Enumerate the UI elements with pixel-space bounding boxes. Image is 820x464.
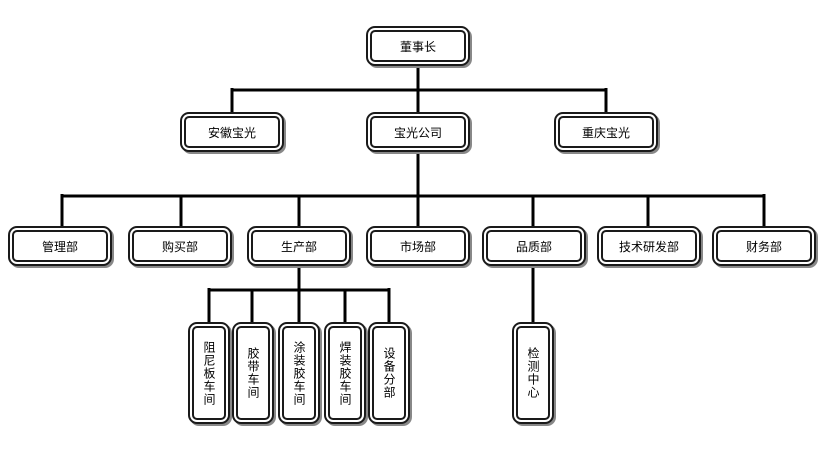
node-dept-purchasing[interactable]: 购买部 xyxy=(132,230,228,262)
node-chairman[interactable]: 董事长 xyxy=(370,30,466,62)
node-dept-production[interactable]: 生产部 xyxy=(251,230,347,262)
node-unit-inspection[interactable]: 检测中心 xyxy=(516,326,550,420)
node-dept-rnd-label: 技术研发部 xyxy=(618,239,679,254)
node-anhui-baoguang[interactable]: 安徽宝光 xyxy=(184,116,280,148)
node-dept-marketing-label: 市场部 xyxy=(399,239,436,254)
node-dept-production-label: 生产部 xyxy=(280,239,317,254)
node-unit-equipment[interactable]: 设备分部 xyxy=(372,326,406,420)
node-dept-marketing[interactable]: 市场部 xyxy=(370,230,466,262)
node-unit-tape-label: 胶带车间 xyxy=(246,347,260,399)
node-dept-management[interactable]: 管理部 xyxy=(12,230,108,262)
node-chairman-label: 董事长 xyxy=(399,39,436,54)
node-unit-tape[interactable]: 胶带车间 xyxy=(236,326,270,420)
node-unit-equipment-label: 设备分部 xyxy=(382,347,396,399)
node-dept-finance[interactable]: 财务部 xyxy=(716,230,812,262)
node-baoguang-company[interactable]: 宝光公司 xyxy=(370,116,466,148)
node-dept-purchasing-label: 购买部 xyxy=(161,239,198,254)
node-chongqing-baoguang-label: 重庆宝光 xyxy=(581,125,630,140)
node-dept-management-label: 管理部 xyxy=(41,239,78,254)
node-unit-welding-label: 焊装胶车间 xyxy=(338,340,352,406)
node-dept-quality-label: 品质部 xyxy=(515,239,552,254)
node-unit-coating[interactable]: 涂装胶车间 xyxy=(282,326,316,420)
node-unit-damping-plate-label: 阻尼板车间 xyxy=(202,340,216,406)
node-unit-welding[interactable]: 焊装胶车间 xyxy=(328,326,362,420)
node-dept-rnd[interactable]: 技术研发部 xyxy=(601,230,697,262)
node-dept-finance-label: 财务部 xyxy=(745,239,782,254)
node-unit-coating-label: 涂装胶车间 xyxy=(292,340,306,406)
node-unit-damping-plate[interactable]: 阻尼板车间 xyxy=(192,326,226,420)
node-dept-quality[interactable]: 品质部 xyxy=(486,230,582,262)
node-unit-inspection-label: 检测中心 xyxy=(526,347,540,399)
node-baoguang-company-label: 宝光公司 xyxy=(393,125,442,140)
node-anhui-baoguang-label: 安徽宝光 xyxy=(207,125,256,140)
node-chongqing-baoguang[interactable]: 重庆宝光 xyxy=(558,116,654,148)
